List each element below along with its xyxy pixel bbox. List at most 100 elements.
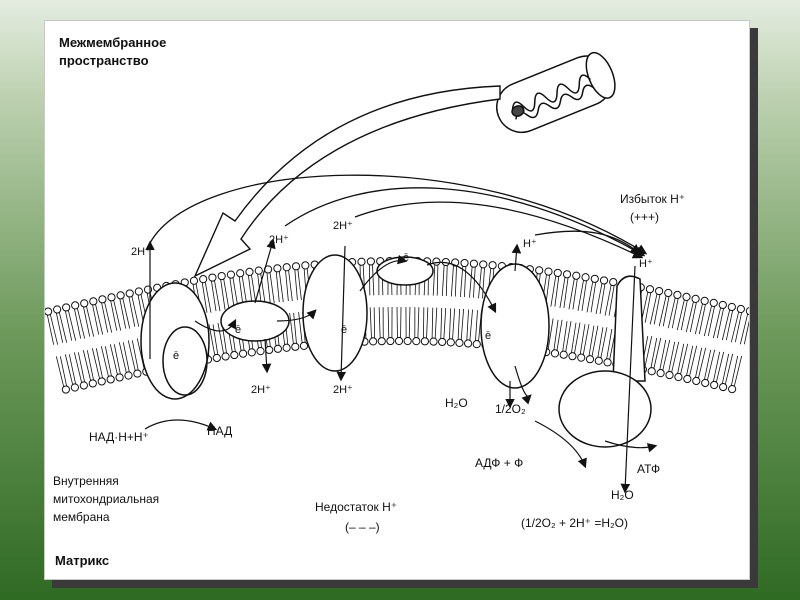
lipid-tail <box>688 345 698 380</box>
lipid-tail <box>49 311 59 345</box>
lipid-tail <box>652 337 662 372</box>
lipid-head <box>61 385 70 394</box>
lipid-head <box>736 304 745 314</box>
lipid-tail <box>653 291 662 325</box>
lipid-tail <box>94 301 104 335</box>
electron-label-c4: ē <box>485 330 491 342</box>
lipid-tail <box>371 261 375 296</box>
lipid-tail <box>67 307 77 341</box>
mitochondrion-icon <box>496 51 616 134</box>
lipid-tail <box>644 289 652 323</box>
lipid-head <box>221 352 230 361</box>
lipid-tail <box>222 275 230 310</box>
lipid-tail <box>559 274 566 308</box>
lipid-head <box>124 371 133 380</box>
lipid-tail <box>463 263 467 298</box>
lipid-head <box>282 343 291 352</box>
lipid-tail <box>734 308 743 343</box>
lipid-tail <box>739 310 749 345</box>
lipid-tail <box>73 305 82 339</box>
lipid-head <box>691 294 700 303</box>
lipid-tail <box>130 293 140 327</box>
lipid-tail <box>127 293 136 327</box>
lipid-tail <box>441 262 445 297</box>
lipid-tail <box>298 312 303 346</box>
electron-arrows <box>144 238 658 494</box>
lipid-tail <box>284 267 289 302</box>
lipid-head <box>199 275 208 284</box>
lipid-head <box>97 377 106 386</box>
lipid-head <box>357 257 366 266</box>
lipid-head <box>291 262 301 271</box>
lipid-head <box>62 303 71 312</box>
proton-label-left: 2H⁺ <box>131 246 151 258</box>
electron-label-q: ē <box>235 324 241 336</box>
lipid-tail <box>113 344 122 378</box>
lipid-head <box>469 259 479 268</box>
lipid-head <box>438 337 447 347</box>
proton-label-bottom-b: 2H⁺ <box>333 384 353 396</box>
lipid-tail <box>378 307 381 342</box>
lipid-tail <box>100 299 109 333</box>
lipid-head <box>71 301 80 310</box>
membrane-label-2: митохондриальная <box>53 492 159 506</box>
lipid-head <box>728 384 737 394</box>
lipid-head <box>718 300 727 310</box>
deficit-label: Недостаток H⁺ <box>315 500 397 514</box>
slide-frame: Межмембранное пространство Избыток H⁺ (+… <box>44 20 750 580</box>
lipid-head <box>463 339 473 348</box>
intermembrane-label-1: Межмембранное <box>59 35 166 50</box>
lipid-tail <box>721 306 731 341</box>
lipid-head <box>562 270 572 279</box>
lipid-head <box>79 381 88 390</box>
lipid-tail <box>440 307 443 342</box>
electron-label-c1: ē <box>173 350 179 362</box>
lipid-tail <box>474 310 478 345</box>
complex-1 <box>140 282 210 400</box>
lipid-head <box>226 270 236 279</box>
lipid-tail <box>568 275 576 310</box>
lipid-tail <box>703 349 712 384</box>
lipid-tail <box>426 307 429 342</box>
excess-sign: (+++) <box>630 210 659 224</box>
respiratory-chain-diagram: Межмембранное пространство Избыток H⁺ (+… <box>45 35 749 568</box>
intermembrane-label-2: пространство <box>59 53 149 68</box>
lipid-tail <box>58 309 68 343</box>
lipid-tail <box>294 266 298 301</box>
lipid-tail <box>707 302 716 337</box>
lipid-tail <box>599 327 608 361</box>
lipid-head <box>115 373 124 382</box>
lipid-tail <box>689 298 698 333</box>
lipid-tail <box>716 304 725 339</box>
lipid-head <box>412 337 421 346</box>
lipid-tail <box>432 261 436 296</box>
lipid-tail <box>667 294 677 329</box>
lipid-tail <box>460 308 465 343</box>
lipid-head <box>254 266 263 275</box>
lipid-tail <box>595 280 603 314</box>
lipid-tail <box>118 342 128 376</box>
matrix-label: Матрикс <box>55 553 109 568</box>
lipid-head <box>664 288 673 298</box>
lipid-tail <box>649 337 658 372</box>
lipid-tail <box>212 324 219 359</box>
water-equation: (1/2O₂ + 2H⁺ =H₂O) <box>521 516 628 530</box>
lipid-tail <box>671 294 680 329</box>
atp-label: АТФ <box>637 462 660 476</box>
lipid-head <box>647 367 656 376</box>
lipid-head <box>386 336 395 346</box>
lipid-tail <box>685 345 694 380</box>
lipid-tail <box>469 263 473 298</box>
lipid-tail <box>76 305 86 339</box>
lipid-tail <box>697 347 707 382</box>
h-ion-top: H⁺ <box>523 238 537 250</box>
lipid-tail <box>649 290 659 325</box>
lipid-head <box>609 277 618 287</box>
lipid-tail <box>724 353 734 388</box>
lipid-tail <box>201 279 208 313</box>
lipid-tail <box>466 309 469 344</box>
lipid-tail <box>608 282 616 316</box>
lipid-tail <box>443 307 447 342</box>
lipid-head <box>80 299 89 308</box>
lipid-tail <box>556 319 563 354</box>
